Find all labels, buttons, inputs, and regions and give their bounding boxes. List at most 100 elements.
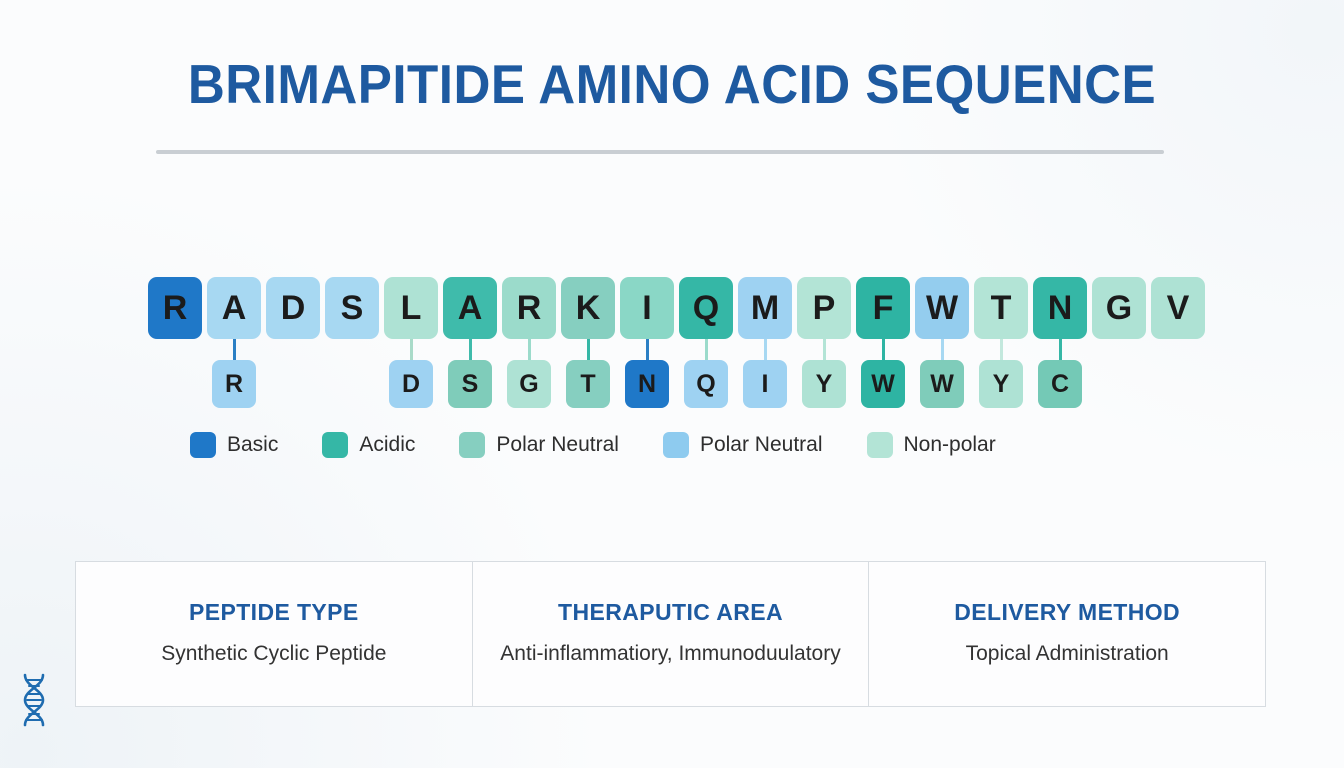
info-card-heading: PEPTIDE TYPE (188, 599, 359, 626)
amino-acid-sub-tile[interactable]: Y (979, 360, 1023, 408)
color-legend: Basic Acidic Polar Neutral Polar Neutral Non… (190, 432, 996, 458)
amino-acid-tile[interactable]: A (207, 277, 261, 339)
sequence-column: D (266, 277, 320, 408)
sequence-column: S (325, 277, 379, 408)
amino-acid-sub-tile[interactable]: C (1038, 360, 1082, 408)
legend-item: Acidic (322, 432, 415, 458)
amino-acid-sub-tile[interactable]: Y (802, 360, 846, 408)
amino-acid-tile[interactable]: A (443, 277, 497, 339)
info-card-body: Anti-inflammatiory, Immunoduulatory (500, 642, 841, 666)
sequence-column: R (148, 277, 202, 408)
info-card-heading: DELIVERY METHOD (954, 599, 1181, 626)
amino-acid-sub-tile[interactable]: Q (684, 360, 728, 408)
legend-color-swatch (190, 432, 216, 458)
sequence-sub-slot: W (861, 339, 905, 408)
amino-acid-sub-tile[interactable]: I (743, 360, 787, 408)
tile-connector-line (468, 339, 472, 360)
amino-acid-sub-tile[interactable]: N (625, 360, 669, 408)
amino-acid-sub-tile[interactable]: W (861, 360, 905, 408)
info-card-heading: THERAPUTIC AREA (558, 599, 783, 626)
amino-acid-tile[interactable]: N (1033, 277, 1087, 339)
legend-color-swatch (322, 432, 349, 458)
legend-label: Polar Neutral (496, 433, 619, 456)
amino-acid-sub-tile[interactable]: T (566, 360, 610, 408)
legend-label: Non-polar (903, 433, 996, 456)
info-card: THERAPUTIC AREA Anti-inflammatiory, Immun… (473, 562, 870, 706)
amino-acid-tile[interactable]: W (915, 277, 969, 339)
sequence-sub-slot: Q (684, 339, 728, 408)
tile-connector-line (881, 339, 885, 360)
legend-color-swatch (866, 432, 893, 458)
amino-acid-tile[interactable]: R (502, 277, 556, 339)
info-card-body: Synthetic Cyclic Peptide (161, 642, 387, 666)
tile-connector-line (527, 339, 531, 360)
sequence-sub-slot: S (448, 339, 492, 408)
sequence-sub-slot: W (920, 339, 964, 408)
tile-connector-line (409, 339, 413, 360)
tile-connector-line (763, 339, 767, 360)
amino-acid-tile[interactable]: L (384, 277, 438, 339)
amino-acid-tile[interactable]: T (974, 277, 1028, 339)
amino-acid-sub-tile[interactable]: R (212, 360, 256, 408)
tile-connector-line (822, 339, 826, 360)
amino-acid-sub-tile[interactable]: G (507, 360, 551, 408)
legend-label: Polar Neutral (699, 433, 823, 456)
tile-connector-line (704, 339, 708, 360)
amino-acid-tile[interactable]: M (738, 277, 792, 339)
amino-acid-tile[interactable]: S (325, 277, 379, 339)
sequence-column: G (1092, 277, 1146, 408)
info-card-strip: PEPTIDE TYPE Synthetic Cyclic Peptide THER… (75, 561, 1266, 707)
sequence-sub-slot: C (1038, 339, 1082, 408)
page-title: BRIMAPITIDE AMINO ACID SEQUENCE (187, 53, 1157, 115)
info-card-body: Topical Administration (965, 642, 1169, 666)
sequence-column: V (1151, 277, 1205, 408)
amino-acid-sub-tile[interactable]: W (920, 360, 964, 408)
legend-color-swatch (662, 432, 689, 458)
tile-connector-line (999, 339, 1003, 360)
amino-acid-tile[interactable]: D (266, 277, 320, 339)
dna-helix-icon (23, 673, 45, 727)
sequence-sub-slot: T (566, 339, 610, 408)
page-title-container: BRIMAPITIDE AMINO ACID SEQUENCE (0, 53, 1344, 115)
amino-acid-sub-tile[interactable]: S (448, 360, 492, 408)
tile-connector-line (940, 339, 944, 360)
sequence-sub-slot: Y (802, 339, 846, 408)
sequence-sub-slot: D (389, 339, 433, 408)
sequence-sub-slot: N (625, 339, 669, 408)
amino-acid-tile[interactable]: P (797, 277, 851, 339)
legend-label: Acidic (359, 433, 416, 456)
legend-item: Basic (190, 432, 278, 458)
title-divider (156, 150, 1164, 154)
amino-acid-tile[interactable]: K (561, 277, 615, 339)
sequence-sub-slot: Y (979, 339, 1023, 408)
amino-acid-tile[interactable]: Q (679, 277, 733, 339)
tile-connector-line (645, 339, 649, 360)
legend-item: Polar Neutral (662, 432, 823, 458)
sequence-sub-slot: G (507, 339, 551, 408)
tile-connector-line (232, 339, 236, 360)
amino-acid-tile[interactable]: F (856, 277, 910, 339)
tile-connector-line (586, 339, 590, 360)
amino-acid-tile[interactable]: I (620, 277, 674, 339)
legend-item: Non-polar (866, 432, 996, 458)
amino-acid-tile[interactable]: R (148, 277, 202, 339)
info-card: DELIVERY METHOD Topical Administration (869, 562, 1265, 706)
legend-item: Polar Neutral (459, 432, 619, 458)
amino-acid-tile[interactable]: G (1092, 277, 1146, 339)
amino-acid-tile[interactable]: V (1151, 277, 1205, 339)
legend-color-swatch (459, 432, 486, 458)
amino-acid-sub-tile[interactable]: D (389, 360, 433, 408)
